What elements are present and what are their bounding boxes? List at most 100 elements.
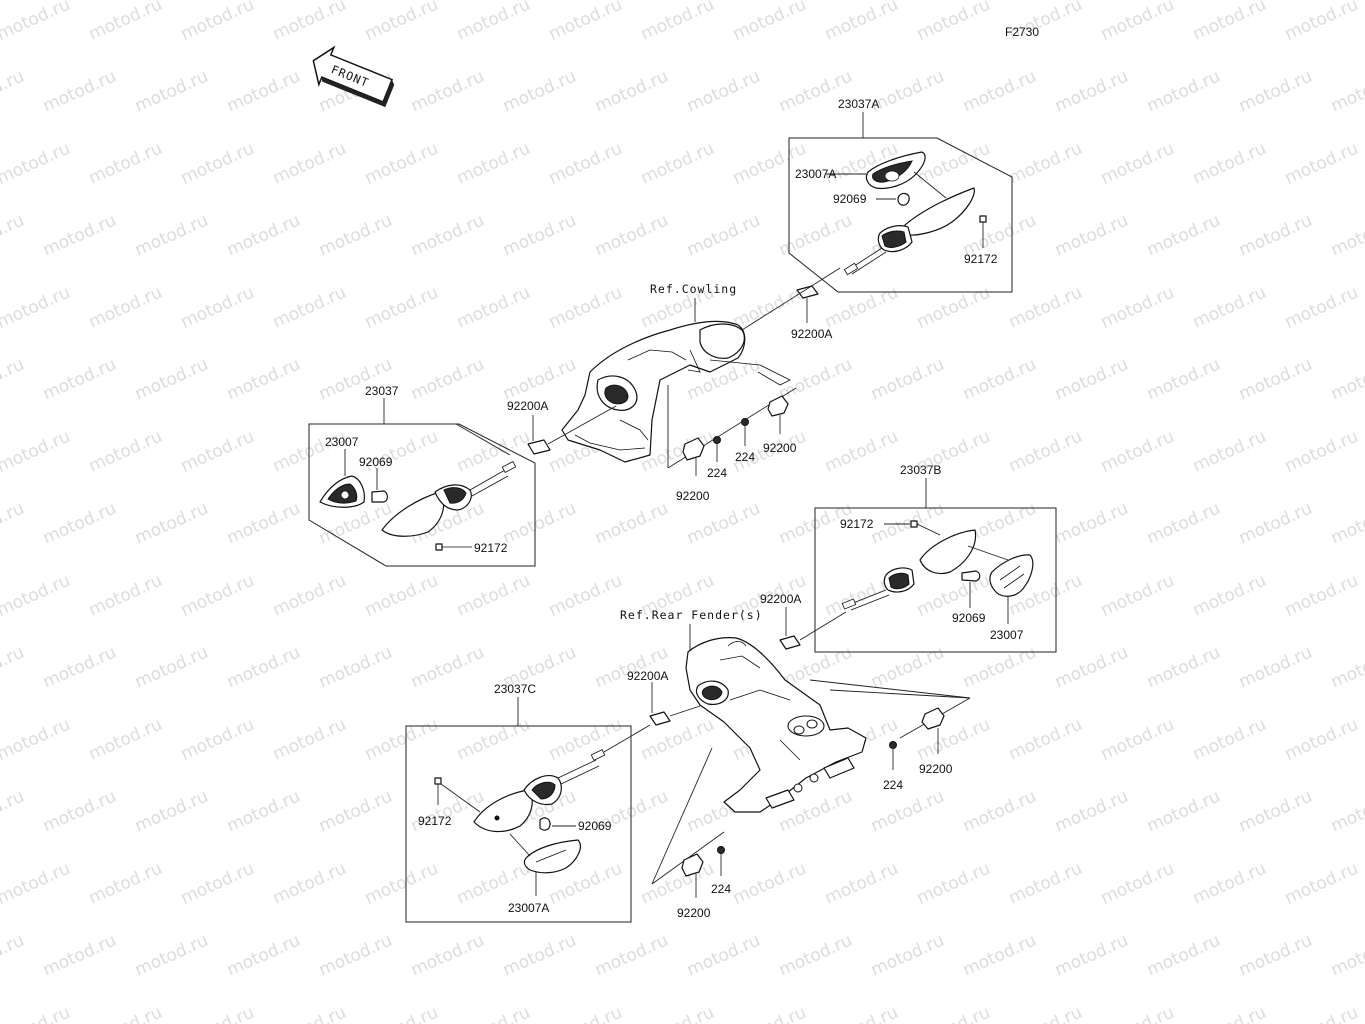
indicator-front-left <box>381 460 517 537</box>
watermark-text: motod.ru <box>40 643 119 693</box>
watermark-text: motod.ru <box>1098 0 1177 45</box>
watermark-text: motod.ru <box>730 139 809 189</box>
label-92069-front-left: 92069 <box>359 455 393 469</box>
ref-rear-fender-label: Ref.Rear Fender(s) <box>620 608 763 622</box>
watermark-text: motod.ru <box>0 715 73 765</box>
watermark-text: motod.ru <box>638 0 717 45</box>
watermark-text: motod.ru <box>270 571 349 621</box>
watermark-text: motod.ru <box>1282 0 1361 45</box>
watermark-text: motod.ru <box>1144 931 1223 981</box>
watermark-text: motod.ru <box>224 67 303 117</box>
assembly-front-left-box <box>308 423 536 567</box>
assembly-front-left: 23037 23007 92069 92172 <box>308 384 617 567</box>
watermark-text: motod.ru <box>1098 715 1177 765</box>
watermark-text: motod.ru <box>0 643 27 693</box>
cowling-fasteners: 92200 224 224 92200 <box>667 385 797 503</box>
watermark-text: motod.ru <box>0 283 73 333</box>
watermark-text: motod.ru <box>178 859 257 909</box>
watermark-text: motod.ru <box>592 211 671 261</box>
label-23037C: 23037C <box>494 682 536 696</box>
watermark-text: motod.ru <box>1098 283 1177 333</box>
watermark-text: motod.ru <box>822 859 901 909</box>
assembly-rear-left: 23037C 92172 92069 23007A <box>405 669 701 923</box>
watermark-text: motod.ru <box>0 0 73 45</box>
watermark-text: motod.ru <box>868 931 947 981</box>
label-224-cowling-b: 224 <box>735 450 755 464</box>
watermark-text: motod.ru <box>1144 67 1223 117</box>
label-23007-rear: 23007 <box>990 628 1024 642</box>
watermark-text: motod.ru <box>1006 715 1085 765</box>
watermark-text: motod.ru <box>868 67 947 117</box>
watermark-text: motod.ru <box>270 1003 349 1024</box>
watermark-text: motod.ru <box>454 427 533 477</box>
watermark-text: motod.ru <box>86 0 165 45</box>
watermark-text: motod.ru <box>224 787 303 837</box>
label-92200A-rear-right: 92200A <box>760 592 801 606</box>
fender-fasteners: 224 92200 92200 224 <box>651 679 971 920</box>
front-arrow-icon: FRONT <box>312 45 395 108</box>
watermark-text: motod.ru <box>454 571 533 621</box>
watermark-text: motod.ru <box>1236 787 1315 837</box>
watermark-text: motod.ru <box>546 0 625 45</box>
bulb-front-left <box>371 490 388 503</box>
watermark-text: motod.ru <box>86 1003 165 1024</box>
watermark-text: motod.ru <box>1328 211 1365 261</box>
watermark-text: motod.ru <box>86 715 165 765</box>
watermark-text: motod.ru <box>1190 715 1269 765</box>
watermark-text: motod.ru <box>1052 931 1131 981</box>
watermark-text: motod.ru <box>500 211 579 261</box>
watermark-text: motod.ru <box>684 211 763 261</box>
watermark-text: motod.ru <box>638 715 717 765</box>
watermark-text: motod.ru <box>408 67 487 117</box>
watermark-text: motod.ru <box>592 643 671 693</box>
watermark-text: motod.ru <box>408 931 487 981</box>
label-23037A: 23037A <box>838 97 879 111</box>
watermark-text: motod.ru <box>500 931 579 981</box>
watermark-text: motod.ru <box>1052 67 1131 117</box>
watermark-text: motod.ru <box>270 139 349 189</box>
watermark-text: motod.ru <box>454 1003 533 1024</box>
label-92172-front-right: 92172 <box>964 252 998 266</box>
watermark-text: motod.ru <box>408 787 487 837</box>
watermark-text: motod.ru <box>0 499 27 549</box>
watermark-text: motod.ru <box>546 139 625 189</box>
bulb-front-right <box>897 192 910 206</box>
watermark-text: motod.ru <box>454 0 533 45</box>
screw-front-left <box>435 543 472 551</box>
watermark-text: motod.ru <box>822 283 901 333</box>
nut-fender-a <box>889 741 897 770</box>
grommet-front-right <box>796 285 819 323</box>
watermark-text: motod.ru <box>1236 931 1315 981</box>
watermark-text: motod.ru <box>1328 499 1365 549</box>
assembly-rear-right-box <box>814 507 1057 653</box>
watermark-text: motod.ru <box>362 1003 441 1024</box>
watermark-text: motod.ru <box>638 859 717 909</box>
watermark-text: motod.ru <box>500 355 579 405</box>
watermark-text: motod.ru <box>638 139 717 189</box>
watermark-text: motod.ru <box>1006 283 1085 333</box>
lens-rear-right <box>989 554 1034 597</box>
watermark-text: motod.ru <box>362 283 441 333</box>
watermark-text: motod.ru <box>638 1003 717 1024</box>
watermark-text: motod.ru <box>1052 643 1131 693</box>
watermark-text: motod.ru <box>1236 67 1315 117</box>
watermark-text: motod.ru <box>86 427 165 477</box>
cowling: Ref.Cowling <box>561 282 791 463</box>
label-23007A-rear: 23007A <box>508 901 549 915</box>
watermark-text: motod.ru <box>132 499 211 549</box>
watermark-text: motod.ru <box>1006 1003 1085 1024</box>
watermark-text: motod.ru <box>914 0 993 45</box>
watermark-text: motod.ru <box>1144 211 1223 261</box>
watermark-text: motod.ru <box>0 931 27 981</box>
watermark-text: motod.ru <box>0 787 27 837</box>
watermark-text: motod.ru <box>408 643 487 693</box>
label-92200-cowling-b: 92200 <box>763 441 797 455</box>
screw-front-right <box>979 215 987 248</box>
label-92172-rear-left: 92172 <box>418 814 452 828</box>
watermark-text: motod.ru <box>362 0 441 45</box>
watermark-text: motod.ru <box>960 931 1039 981</box>
label-92200A-front-left: 92200A <box>507 399 548 413</box>
watermark-text: motod.ru <box>1098 859 1177 909</box>
watermark-text: motod.ru <box>1006 859 1085 909</box>
watermark-text: motod.ru <box>178 1003 257 1024</box>
